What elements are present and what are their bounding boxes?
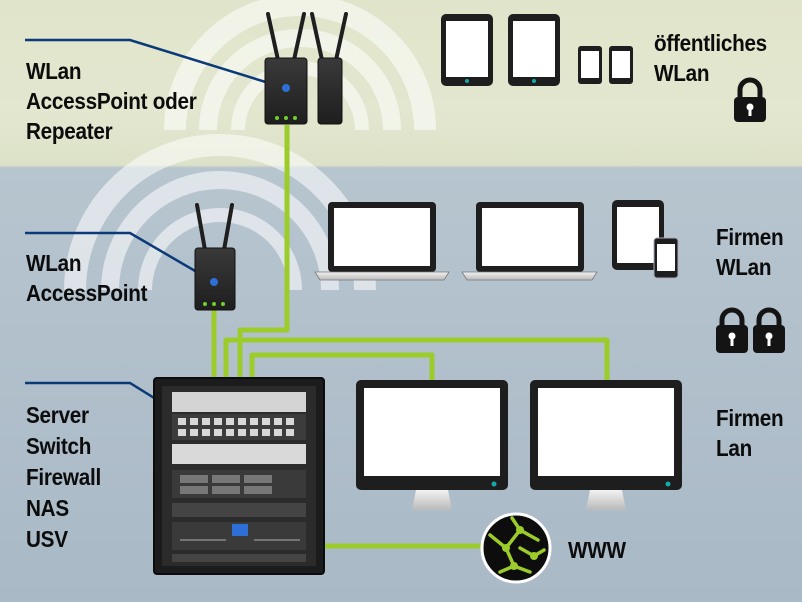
label-line: Server — [26, 402, 89, 428]
padlocks-company — [716, 307, 785, 353]
access-point-mid — [194, 203, 236, 311]
label-line: öffentliches — [654, 30, 767, 56]
public-devices — [441, 14, 633, 86]
label-line: USV — [26, 526, 68, 552]
label-line: Switch — [26, 433, 92, 459]
label-line: Firmen — [716, 405, 784, 431]
label-line: Repeater — [26, 118, 113, 144]
monitors — [356, 380, 682, 510]
label-line: Firmen — [716, 224, 784, 250]
label-company-lan: Firmen Lan — [716, 403, 784, 463]
label-www: WWW — [568, 537, 626, 563]
company-tablet-phone — [612, 200, 679, 279]
server-rack — [153, 377, 325, 575]
laptops — [314, 202, 598, 281]
zone-public — [0, 0, 802, 166]
label-line: NAS — [26, 495, 69, 521]
label-public-wlan: öffentliches WLan — [654, 28, 767, 88]
padlock-public — [734, 77, 766, 122]
label-line: WLan — [26, 250, 82, 276]
label-top-access-point: WLan AccessPoint oder Repeater — [26, 56, 197, 146]
label-line: Lan — [716, 435, 752, 461]
label-line: AccessPoint oder — [26, 88, 197, 114]
label-mid-access-point: WLan AccessPoint — [26, 248, 148, 308]
repeater — [310, 12, 348, 125]
label-line: WLan — [716, 254, 772, 280]
label-line: WLan — [26, 58, 82, 84]
globe-network-icon — [480, 512, 552, 584]
label-company-wlan: Firmen WLan — [716, 222, 784, 282]
network-cables — [211, 125, 610, 549]
label-line: AccessPoint — [26, 280, 148, 306]
access-point-top — [264, 12, 308, 125]
label-line: Firewall — [26, 464, 101, 490]
label-line: WLan — [654, 60, 710, 86]
label-server-rack: Server Switch Firewall NAS USV — [26, 400, 101, 555]
